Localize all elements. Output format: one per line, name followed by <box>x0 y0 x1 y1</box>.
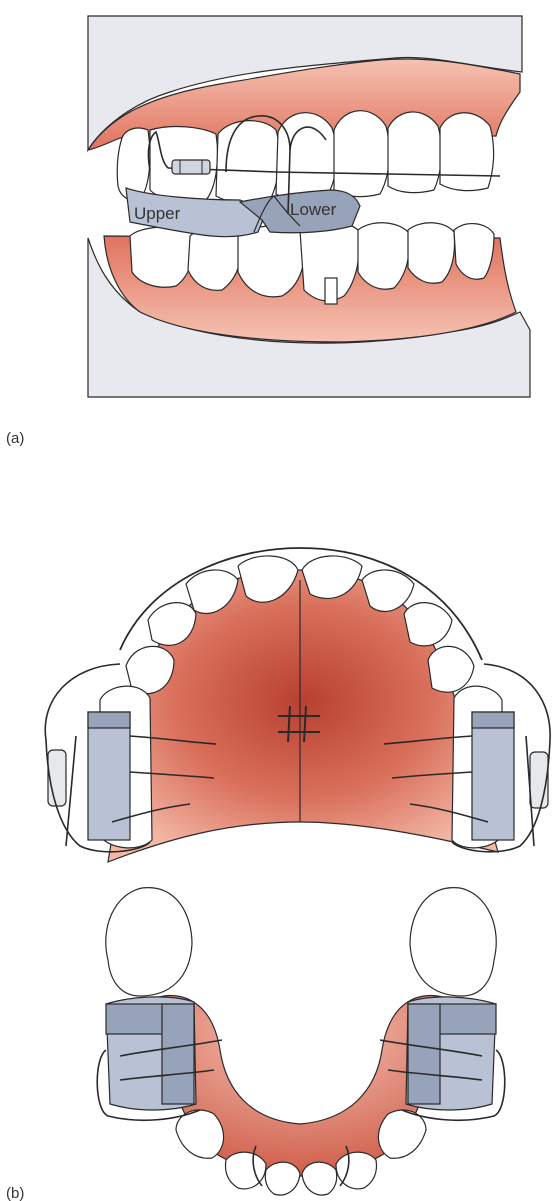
lower-tooth-slot <box>325 278 337 304</box>
expansion-screw <box>172 160 210 174</box>
upper-label: Upper <box>134 204 181 223</box>
panel-a-label: (a) <box>6 430 24 447</box>
panel-b-lower-arch: (b) <box>6 888 505 1201</box>
lower-label: Lower <box>290 200 337 219</box>
panel-a: Upper Lower (a) <box>6 16 530 447</box>
panel-b-label: (b) <box>6 1185 24 1201</box>
lower-molar-blocks <box>106 997 496 1110</box>
panel-b-upper-arch <box>45 548 550 862</box>
